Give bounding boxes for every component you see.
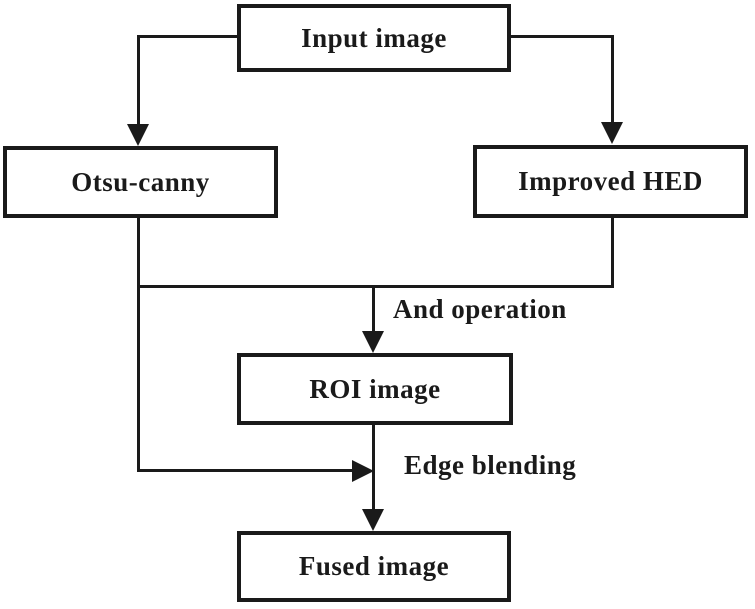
node-roi-image: ROI image	[237, 353, 513, 425]
edge-label-and-operation: And operation	[393, 294, 567, 324]
connector-otsu-to-blend-horizontal	[137, 469, 353, 472]
connector-input-to-otsu-horizontal	[139, 35, 239, 38]
connector-otsu-down-vertical	[137, 218, 140, 472]
node-roi-image-label: ROI image	[309, 373, 441, 404]
connector-input-to-hed-vertical	[611, 35, 614, 122]
node-improved-hed-label: Improved HED	[518, 166, 703, 196]
node-fused-image-label: Fused image	[298, 551, 450, 581]
arrowhead-into-roi-icon	[362, 331, 384, 353]
connector-and-junction-horizontal	[137, 285, 614, 288]
node-fused-image: Fused image	[237, 531, 511, 602]
connector-junction-to-roi-vertical	[372, 288, 375, 331]
arrowhead-into-hed-icon	[601, 122, 623, 144]
arrowhead-edge-blending-icon	[352, 460, 374, 482]
node-improved-hed: Improved HED	[473, 145, 748, 218]
node-otsu-canny-label: Otsu-canny	[71, 166, 210, 197]
node-input-image: Input image	[237, 4, 511, 72]
connector-hed-down-vertical	[611, 218, 614, 288]
node-otsu-canny: Otsu-canny	[3, 146, 278, 218]
connector-input-to-hed-horizontal	[509, 35, 614, 38]
arrowhead-into-otsu-icon	[127, 124, 149, 146]
node-input-image-label: Input image	[301, 22, 447, 53]
connector-input-to-otsu-vertical	[137, 35, 140, 125]
arrowhead-into-fused-icon	[362, 509, 384, 531]
edge-label-edge-blending: Edge blending	[404, 450, 577, 480]
